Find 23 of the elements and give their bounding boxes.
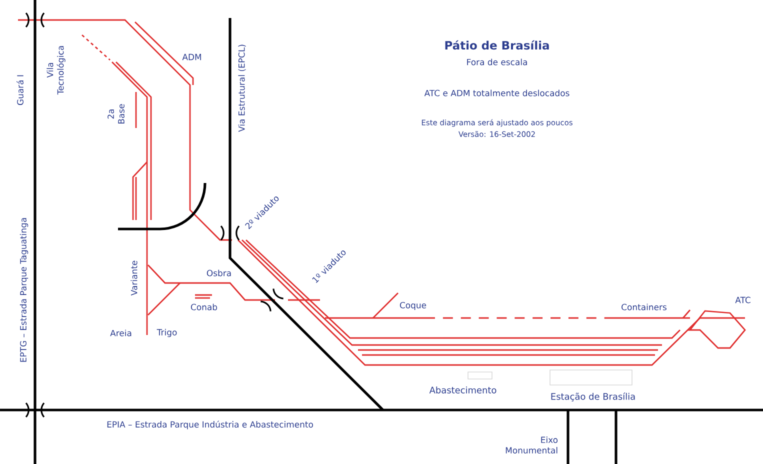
- track-label: Areia: [110, 330, 132, 336]
- note: Fora de escala: [467, 58, 527, 66]
- track-label: Variante: [130, 260, 138, 296]
- track-label: Coque: [400, 302, 426, 310]
- track-label: ADM: [182, 54, 201, 60]
- track-label: Osbra: [206, 270, 231, 276]
- node-label: Estação de Brasília: [551, 392, 635, 402]
- track-label: ATC: [735, 296, 750, 304]
- road-label: EPIA – Estrada Parque Indústria e Abastecimento: [107, 420, 313, 430]
- place-label: Vila Tecnológica: [46, 46, 66, 95]
- building-box: Estação de Brasília: [550, 370, 635, 402]
- track-label: Containers: [622, 304, 666, 310]
- track-label: 2a Base: [108, 104, 124, 124]
- road-label: Via Estrutural (EPCL): [238, 44, 246, 132]
- track-label: Trigo: [156, 328, 177, 338]
- road-label: Eixo Monumental: [506, 436, 558, 454]
- note: ATC e ADM totalmente deslocados: [424, 90, 570, 96]
- road-label: Guará I: [16, 75, 24, 106]
- building-box: Abastecimento: [429, 372, 496, 394]
- node-label: Abastecimento: [429, 386, 496, 394]
- road-label: EPTG – Estrada Parque Taguatinga: [20, 218, 28, 362]
- title: Pátio de Brasília: [445, 40, 549, 50]
- track-label: Conab: [190, 304, 218, 310]
